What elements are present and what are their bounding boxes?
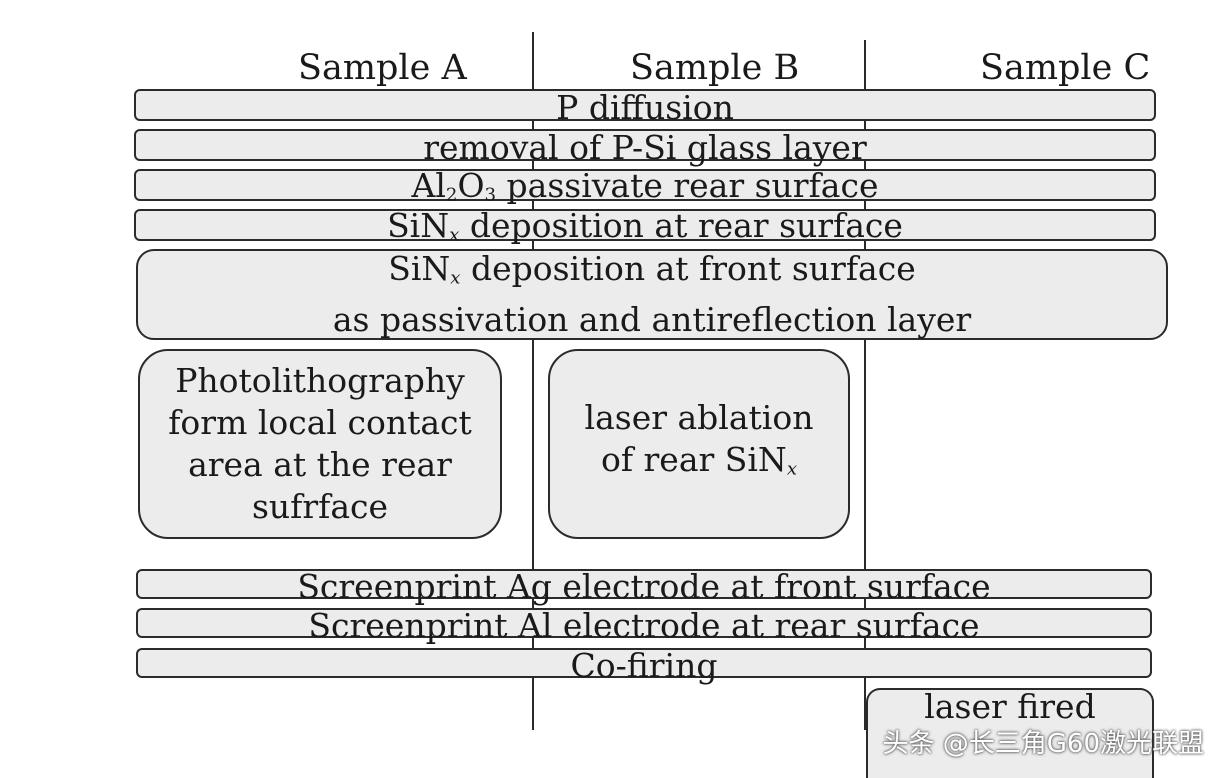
- step-screenprint-ag-label: Screenprint Ag electrode at front surfac…: [297, 566, 991, 606]
- watermark: 头条 @长三角G60激光联盟: [882, 729, 1205, 759]
- header-sample-a: Sample A: [298, 48, 467, 88]
- step-p-diffusion: P diffusion: [134, 87, 1156, 127]
- step-screenprint-ag: Screenprint Ag electrode at front surfac…: [136, 569, 1152, 603]
- step-sinx-front-line2: as passivation and antireflection layer: [332, 300, 972, 340]
- step-removal-glass: removal of P-Si glass layer: [134, 127, 1156, 167]
- step-al2o3-passivation: Al2O3 passivate rear surface: [134, 169, 1156, 204]
- step-sinx-rear-label: SiNx deposition at rear surface: [387, 206, 903, 246]
- step-p-diffusion-label: P diffusion: [556, 87, 734, 127]
- step-sinx-front: SiNx deposition at front surface as pass…: [136, 249, 1168, 340]
- step-laser-fired-label: laser fired: [924, 687, 1096, 726]
- step-removal-glass-label: removal of P-Si glass layer: [423, 127, 867, 167]
- photolithography-line4: sufrface: [251, 487, 389, 526]
- step-sinx-rear: SiNx deposition at rear surface: [134, 209, 1156, 244]
- step-sinx-front-line1: SiNx deposition at front surface: [388, 248, 916, 289]
- photolithography-line1: Photolithography: [175, 361, 465, 400]
- laser-ablation-line2: of rear SiNx: [600, 440, 798, 480]
- step-screenprint-al: Screenprint Al electrode at rear surface: [136, 608, 1152, 642]
- column-divider-ab: [532, 32, 534, 730]
- step-al2o3-label: Al2O3 passivate rear surface: [411, 166, 879, 206]
- photolithography-line2: form local contact: [168, 403, 472, 442]
- step-cofiring-label: Co-firing: [570, 645, 718, 685]
- header-sample-b: Sample B: [630, 48, 800, 88]
- column-divider-bc: [864, 40, 866, 730]
- step-laser-ablation: laser ablation of rear SiNx: [548, 349, 850, 539]
- step-cofiring: Co-firing: [136, 648, 1152, 682]
- photolithography-line3: area at the rear: [188, 445, 452, 484]
- step-laser-fired: laser fired: [866, 688, 1154, 778]
- header-sample-c: Sample C: [980, 48, 1151, 88]
- step-photolithography: Photolithography form local contact area…: [138, 349, 502, 539]
- step-screenprint-al-label: Screenprint Al electrode at rear surface: [308, 605, 980, 645]
- laser-ablation-line1: laser ablation: [584, 398, 814, 438]
